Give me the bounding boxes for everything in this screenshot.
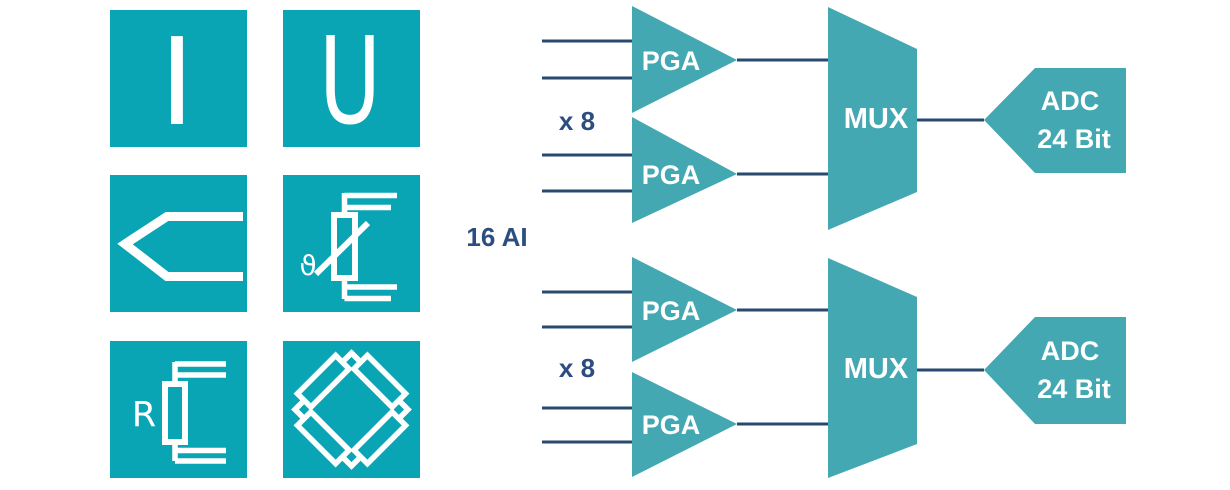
adc-label-line2: 24 Bit <box>1037 374 1111 404</box>
mux-label: MUX <box>844 353 909 385</box>
pga-block <box>632 257 737 362</box>
channel-multiplier-label: x 8 <box>559 106 595 136</box>
current-icon: I <box>159 14 194 147</box>
resistance-icon: R <box>132 361 226 464</box>
channel-group-2: x 8 PGA PGA MUX ADC 24 Bit <box>542 257 1126 478</box>
pga-block <box>632 372 737 477</box>
mux-block <box>828 258 917 478</box>
voltage-glyph: U <box>319 13 381 147</box>
bridge-icon <box>291 349 412 470</box>
sensor-tile-thermocouple <box>110 175 247 312</box>
adc-block <box>984 317 1126 424</box>
pga-label: PGA <box>642 410 701 440</box>
pga-block <box>632 6 737 113</box>
voltage-icon: U <box>319 13 381 147</box>
sensor-tile-voltage: U <box>283 10 420 147</box>
sensor-tile-bridge <box>283 341 420 478</box>
adc-label-line1: ADC <box>1041 86 1100 116</box>
current-glyph: I <box>159 14 194 147</box>
adc-label-line1: ADC <box>1041 336 1100 366</box>
thermocouple-icon <box>117 212 243 281</box>
pga-block <box>632 117 737 223</box>
pga-label: PGA <box>642 296 701 326</box>
analog-input-count-label: 16 AI <box>466 222 527 252</box>
resistance-glyph: R <box>132 395 156 435</box>
sensor-tile-thermistor: ϑ <box>283 175 420 312</box>
mux-label: MUX <box>844 103 909 135</box>
sensor-tile-current: I <box>110 10 247 147</box>
channel-multiplier-label: x 8 <box>559 353 595 383</box>
adc-label-line2: 24 Bit <box>1037 124 1111 154</box>
pga-label: PGA <box>642 46 701 76</box>
pga-label: PGA <box>642 160 701 190</box>
mux-block <box>828 7 917 230</box>
adc-block <box>984 68 1126 173</box>
theta-glyph: ϑ <box>299 249 316 282</box>
thermistor-icon: ϑ <box>299 192 397 302</box>
channel-group-1: x 8 PGA PGA MUX ADC 24 Bit <box>542 6 1126 230</box>
sensor-tile-resistance: R <box>110 341 247 478</box>
